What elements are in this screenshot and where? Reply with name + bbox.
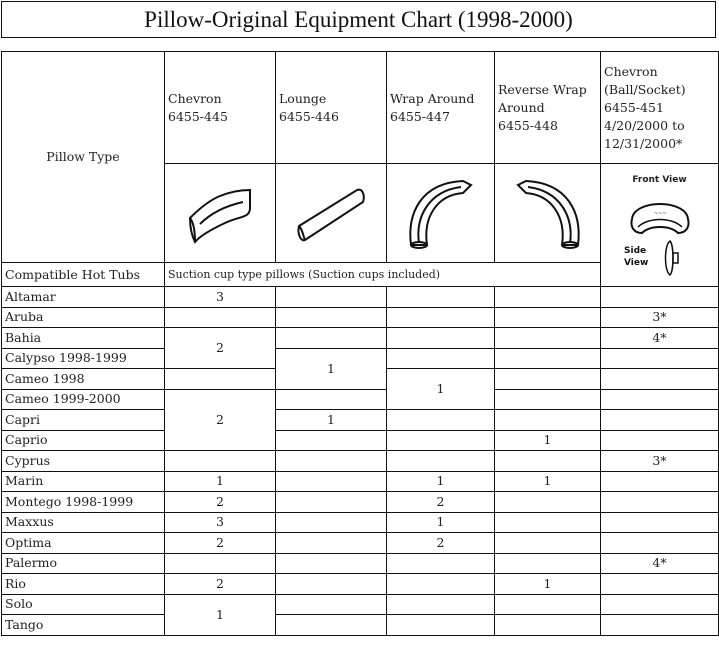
part-number: 6455-447 [390,108,450,124]
chevron-value: 3 [164,286,276,308]
column-header-lounge: Lounge 6455-446 [275,51,387,164]
table-row: Palermo 4* [1,552,719,574]
lounge-image-cell [275,163,387,263]
chevron-image-cell [164,163,276,263]
chevron-value: 2 [164,573,276,595]
tub-name: Altamar [1,286,165,308]
table-row: Altamar 3 [1,286,719,308]
chevron-value: 2 [164,388,276,451]
table-row: Cyprus 3* [1,450,719,472]
column-header-ball-socket: Chevron (Ball/Socket) 6455-451 4/20/2000 t… [600,51,719,164]
tub-name: Cyprus [1,450,165,472]
part-number: 6455-446 [279,108,339,124]
tub-name: Tango [1,614,165,636]
chevron-value: 2 [164,532,276,554]
svg-text:View: View [624,258,648,268]
chevron-value: 1 [164,470,276,492]
ball-socket-value: 4* [600,327,719,349]
tub-name: Caprio [1,429,165,451]
wrap-around-value: 1 [386,470,495,492]
wrap-around-value: 1 [386,368,495,410]
column-header-wrap-around: Wrap Around 6455-447 [386,51,495,164]
pillow-chart-table: Pillow Type Chevron 6455-445 Lounge 6455-4… [1,51,719,636]
tub-name: Maxxus [1,511,165,533]
table-row: Capri 1 [1,409,719,431]
tub-name: Bahia [1,327,165,349]
tub-name: Solo [1,593,165,615]
reverse-wrap-value: 1 [494,429,601,451]
part-number: 6455-448 [498,117,558,133]
header-row: Pillow Type Chevron 6455-445 Lounge 6455-4… [1,51,719,263]
reverse-wrap-around-pillow-icon [515,179,580,249]
lounge-value: 1 [275,409,387,431]
table-row: Montego 1998-1999 2 2 [1,491,719,513]
ball-socket-value: 4* [600,552,719,574]
table-row: Rio 2 1 [1,573,719,595]
part-number: 6455-451 [604,99,664,115]
tub-name: Palermo [1,552,165,574]
column-name: Wrap Around [390,90,475,106]
table-row: Cameo 1999-2000 2 [1,388,719,451]
table-row: Optima 2 2 [1,532,719,554]
tub-name: Aruba [1,306,165,328]
part-number: 6455-445 [168,108,228,124]
compatible-label: Compatible Hot Tubs [1,262,165,287]
chevron-value: 3 [164,511,276,533]
tub-name: Rio [1,573,165,595]
table-row: Maxxus 3 1 [1,511,719,533]
front-view-label: Front View [632,175,687,185]
reverse-wrap-around-image-cell [494,163,601,263]
svg-text:Side: Side [624,246,646,256]
page-title: Pillow-Original Equipment Chart (1998-20… [1,1,716,38]
column-name: Chevron [168,90,222,106]
ball-socket-value: 3* [600,450,719,472]
table-row: Bahia 2 4* [1,327,719,369]
chevron-value: 1 [164,593,276,636]
column-header-reverse-wrap-around: Reverse Wrap Around 6455-448 [494,51,601,164]
table-row: Aruba 3* [1,306,719,328]
tub-name: Optima [1,532,165,554]
svg-text:~~~: ~~~ [654,211,667,217]
tub-name: Calypso 1998-1999 [1,347,165,369]
reverse-wrap-value: 1 [494,470,601,492]
suction-note: Suction cup type pillows (Suction cups i… [164,262,601,287]
chevron-value: 2 [164,327,276,369]
table-row: Cameo 1998 1 [1,368,719,410]
column-name: Chevron (Ball/Socket) [604,63,686,97]
tub-name: Montego 1998-1999 [1,491,165,513]
column-name: Lounge [279,90,327,106]
tub-name: Capri [1,409,165,431]
pillow-type-header: Pillow Type [1,51,165,263]
wrap-around-value: 1 [386,511,495,533]
table-row: Marin 1 1 1 [1,470,719,492]
ball-socket-value: 3* [600,306,719,328]
table-row: Calypso 1998-1999 1 [1,347,719,390]
chevron-value: 2 [164,491,276,513]
tub-name: Marin [1,470,165,492]
column-name: Reverse Wrap Around [498,81,587,115]
tub-name: Cameo 1998 [1,368,165,390]
table-row: Caprio 1 [1,429,719,451]
chevron-pillow-icon [188,188,251,244]
compatible-row: Compatible Hot Tubs Suction cup type pil… [1,262,719,287]
lounge-pillow-icon [297,188,365,242]
table-row: Tango [1,614,719,636]
tub-name: Cameo 1999-2000 [1,388,165,410]
wrap-around-image-cell [386,163,495,263]
lounge-value: 1 [275,347,387,390]
wrap-around-value: 2 [386,491,495,513]
reverse-wrap-value: 1 [494,573,601,595]
date-range: 4/20/2000 to 12/31/2000* [604,117,685,151]
wrap-around-pillow-icon [408,179,473,249]
column-header-chevron: Chevron 6455-445 [164,51,276,164]
table-row: Solo 1 [1,593,719,636]
wrap-around-value: 2 [386,532,495,554]
